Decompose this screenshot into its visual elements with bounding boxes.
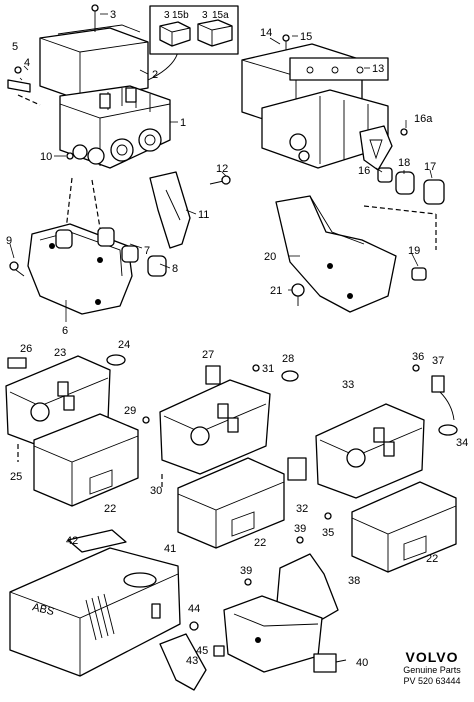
callout-39-b: 39 <box>240 565 252 577</box>
callout-43: 43 <box>186 655 198 667</box>
leader-lines <box>9 13 433 322</box>
callout-42: 42 <box>66 535 78 547</box>
brand-block: VOLVO Genuine Parts PV 520 63444 <box>392 649 472 687</box>
callout-numbers: 3 2 1 4 5 6 7 8 9 10 11 12 13 14 15 16 1… <box>6 9 468 669</box>
callout-34: 34 <box>456 437 468 449</box>
callout-7: 7 <box>144 245 150 257</box>
callout-24: 24 <box>118 339 130 351</box>
callout-25: 25 <box>10 471 22 483</box>
control-unit-middle <box>159 364 307 549</box>
brand-logo: VOLVO <box>405 649 459 665</box>
callout-1: 1 <box>180 117 186 129</box>
callout-41: 41 <box>164 543 176 555</box>
callout-33: 33 <box>342 379 354 391</box>
inset-label-3: 3 <box>164 10 170 21</box>
inset-label-15b: 15b <box>172 10 189 21</box>
callout-40: 40 <box>356 657 368 669</box>
callout-26: 26 <box>20 343 32 355</box>
callout-35: 35 <box>322 527 334 539</box>
callout-36: 36 <box>412 351 424 363</box>
bottom-bracket-assembly <box>159 536 347 691</box>
callout-20: 20 <box>264 251 276 263</box>
callout-5: 5 <box>12 41 18 53</box>
callout-17: 17 <box>424 161 436 173</box>
callout-18: 18 <box>398 157 410 169</box>
callout-13: 13 <box>372 63 384 75</box>
cover-lettering: ABS <box>31 601 55 618</box>
inset-label-15a: 15a <box>212 10 229 21</box>
relay-inset-labels: 3 15b 3 15a <box>164 10 229 21</box>
callout-21: 21 <box>270 285 282 297</box>
callout-27: 27 <box>202 349 214 361</box>
callout-28: 28 <box>282 353 294 365</box>
callout-44: 44 <box>188 603 200 615</box>
callout-15: 15 <box>300 31 312 43</box>
callout-22-b: 22 <box>254 537 266 549</box>
callout-12: 12 <box>216 163 228 175</box>
callout-22-a: 22 <box>104 503 116 515</box>
callout-39-a: 39 <box>294 523 306 535</box>
control-unit-right <box>315 364 458 573</box>
callout-14: 14 <box>260 27 272 39</box>
callout-37: 37 <box>432 355 444 367</box>
callout-10: 10 <box>40 151 52 163</box>
relay-inset <box>149 5 239 55</box>
control-unit-left <box>5 354 150 507</box>
callout-2: 2 <box>152 69 158 81</box>
modulator-assembly-right <box>241 34 445 313</box>
diagram-code: PV 520 63444 <box>403 676 461 686</box>
callout-22-c: 22 <box>426 553 438 565</box>
callout-8: 8 <box>172 263 178 275</box>
brand-tagline: Genuine Parts <box>403 665 461 675</box>
callout-31: 31 <box>262 363 274 375</box>
callout-19: 19 <box>408 245 420 257</box>
callout-29: 29 <box>124 405 136 417</box>
callout-6: 6 <box>62 325 68 337</box>
callout-30: 30 <box>150 485 162 497</box>
callout-23: 23 <box>54 347 66 359</box>
callout-16: 16 <box>358 165 370 177</box>
callout-3: 3 <box>110 9 116 21</box>
callout-32: 32 <box>296 503 308 515</box>
callout-16a: 16a <box>414 113 433 125</box>
callout-4: 4 <box>24 57 30 69</box>
callout-38: 38 <box>348 575 360 587</box>
callout-11: 11 <box>198 209 209 221</box>
callout-9: 9 <box>6 235 12 247</box>
abs-cover <box>9 529 181 677</box>
modulator-assembly-left <box>7 4 231 315</box>
callout-45: 45 <box>196 645 208 657</box>
inset-label-3b: 3 <box>202 10 208 21</box>
